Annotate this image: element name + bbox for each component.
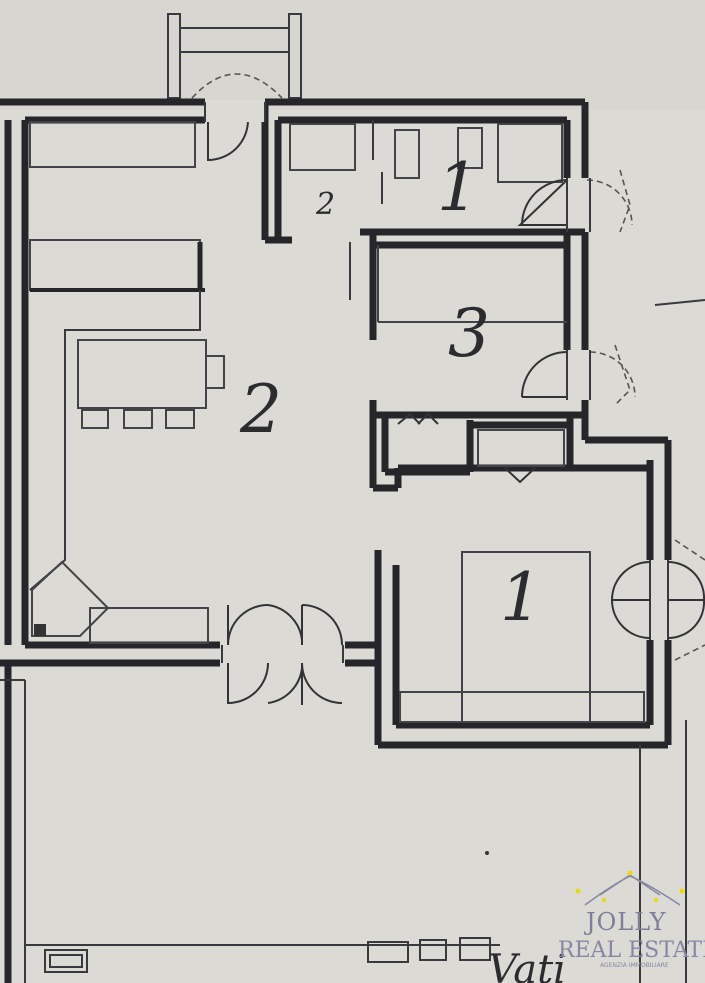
doors: [204, 100, 705, 705]
room3-furniture: [377, 245, 567, 323]
room-label-bathroom: 1: [437, 149, 479, 226]
bedroom-furniture: [397, 412, 645, 723]
living-furniture: [29, 121, 225, 644]
paper-shade: [0, 0, 705, 110]
logo-dot-icon: [679, 888, 685, 894]
room-label-living: 2: [239, 371, 282, 448]
logo-dot-icon: [575, 888, 581, 894]
bath-fixtures: [289, 123, 563, 300]
logo-dot-icon: [602, 898, 606, 902]
handwritten-note: Vati: [488, 947, 566, 983]
interior-walls: [261, 102, 650, 492]
room-label-wc: 2: [315, 187, 335, 222]
terrace-area: [0, 663, 687, 983]
watermark-tagline: AGENZIA IMMOBILIARE: [600, 962, 669, 969]
logo-dot-icon: [627, 870, 633, 876]
watermark-subtitle: REAL ESTATE: [558, 938, 705, 963]
outer-walls: [0, 98, 672, 749]
window-bays: [614, 169, 705, 661]
room-label-room3: 3: [448, 295, 490, 372]
watermark-brand: JOLLY: [583, 908, 667, 936]
logo-dot-icon: [654, 898, 658, 902]
top-balcony: [167, 13, 302, 99]
watermark-logo: JOLLY REAL ESTATE AGENZIA IMMOBILIARE: [558, 870, 705, 969]
room-label-bedroom: 1: [500, 559, 542, 636]
